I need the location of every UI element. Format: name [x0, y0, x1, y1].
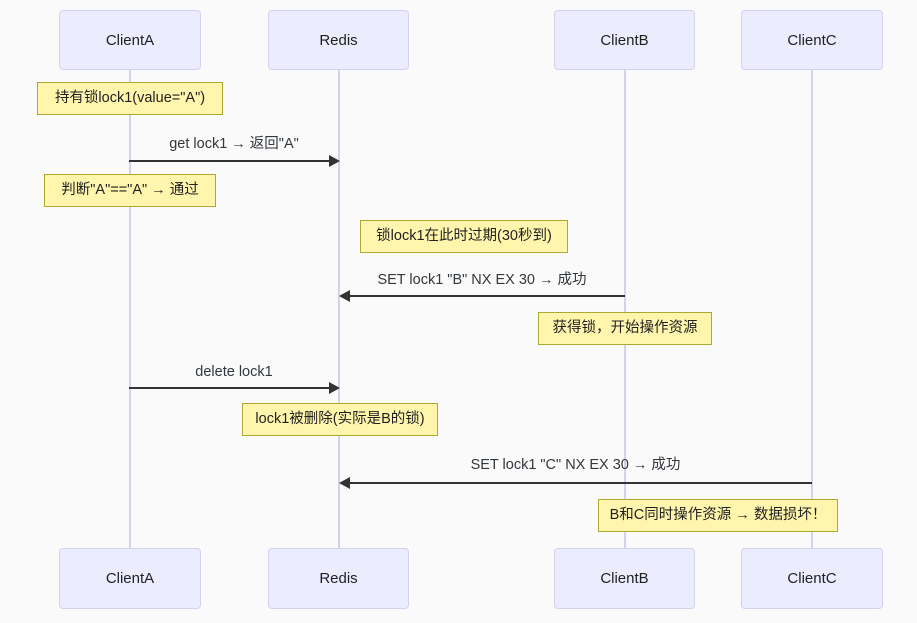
message-line-set-lock1-b: [350, 295, 625, 297]
note-text: 判断"A"=="A" → 通过: [61, 182, 199, 199]
message-line-set-lock1-c: [350, 482, 812, 484]
actor-footer-clientB[interactable]: ClientB: [554, 548, 695, 609]
actor-label: ClientC: [787, 31, 837, 49]
arrowhead-left-icon: [339, 290, 350, 302]
lifeline-clientB: [624, 70, 626, 548]
message-label-get-lock1: get lock1 → 返回"A": [169, 136, 299, 152]
arrowhead-right-icon: [329, 155, 340, 167]
actor-footer-clientA[interactable]: ClientA: [59, 548, 201, 609]
note-hold-lock: 持有锁lock1(value="A"): [37, 82, 223, 115]
actor-label: ClientA: [105, 570, 155, 587]
actor-label: Redis: [319, 31, 358, 49]
actor-footer-redis[interactable]: Redis: [268, 548, 409, 609]
note-text: lock1被删除(实际是B的锁): [255, 411, 425, 428]
note-lock-deleted: lock1被删除(实际是B的锁): [242, 403, 438, 436]
actor-header-clientA[interactable]: ClientA: [59, 10, 201, 70]
note-compare-value: 判断"A"=="A" → 通过: [44, 174, 216, 207]
lifeline-clientC: [811, 70, 813, 548]
note-text: 获得锁，开始操作资源: [552, 320, 698, 337]
actor-label: Redis: [319, 570, 358, 587]
note-text: B和C同时操作资源 → 数据损坏！: [609, 507, 827, 524]
lifeline-redis: [338, 70, 340, 548]
message-line-get-lock1: [129, 160, 329, 162]
actor-label: ClientB: [600, 570, 649, 587]
message-line-delete-lock1: [129, 387, 329, 389]
note-lock-expired: 锁lock1在此时过期(30秒到): [360, 220, 568, 253]
actor-footer-clientC[interactable]: ClientC: [741, 548, 883, 609]
actor-label: ClientA: [105, 31, 155, 49]
actor-label: ClientC: [787, 570, 837, 587]
arrowhead-right-icon: [329, 382, 340, 394]
arrowhead-left-icon: [339, 477, 350, 489]
note-data-corruption: B和C同时操作资源 → 数据损坏！: [598, 499, 838, 532]
actor-header-clientB[interactable]: ClientB: [554, 10, 695, 70]
actor-label: ClientB: [600, 31, 649, 49]
actor-header-redis[interactable]: Redis: [268, 10, 409, 70]
message-label-set-lock1-c: SET lock1 "C" NX EX 30 → 成功: [470, 457, 681, 473]
lifeline-clientA: [129, 70, 131, 548]
message-label-set-lock1-b: SET lock1 "B" NX EX 30 → 成功: [377, 272, 587, 288]
note-text: 持有锁lock1(value="A"): [54, 90, 206, 107]
actor-header-clientC[interactable]: ClientC: [741, 10, 883, 70]
note-lock-acquired: 获得锁，开始操作资源: [538, 312, 712, 345]
note-text: 锁lock1在此时过期(30秒到): [376, 228, 552, 245]
message-label-delete-lock1: delete lock1: [195, 364, 273, 380]
